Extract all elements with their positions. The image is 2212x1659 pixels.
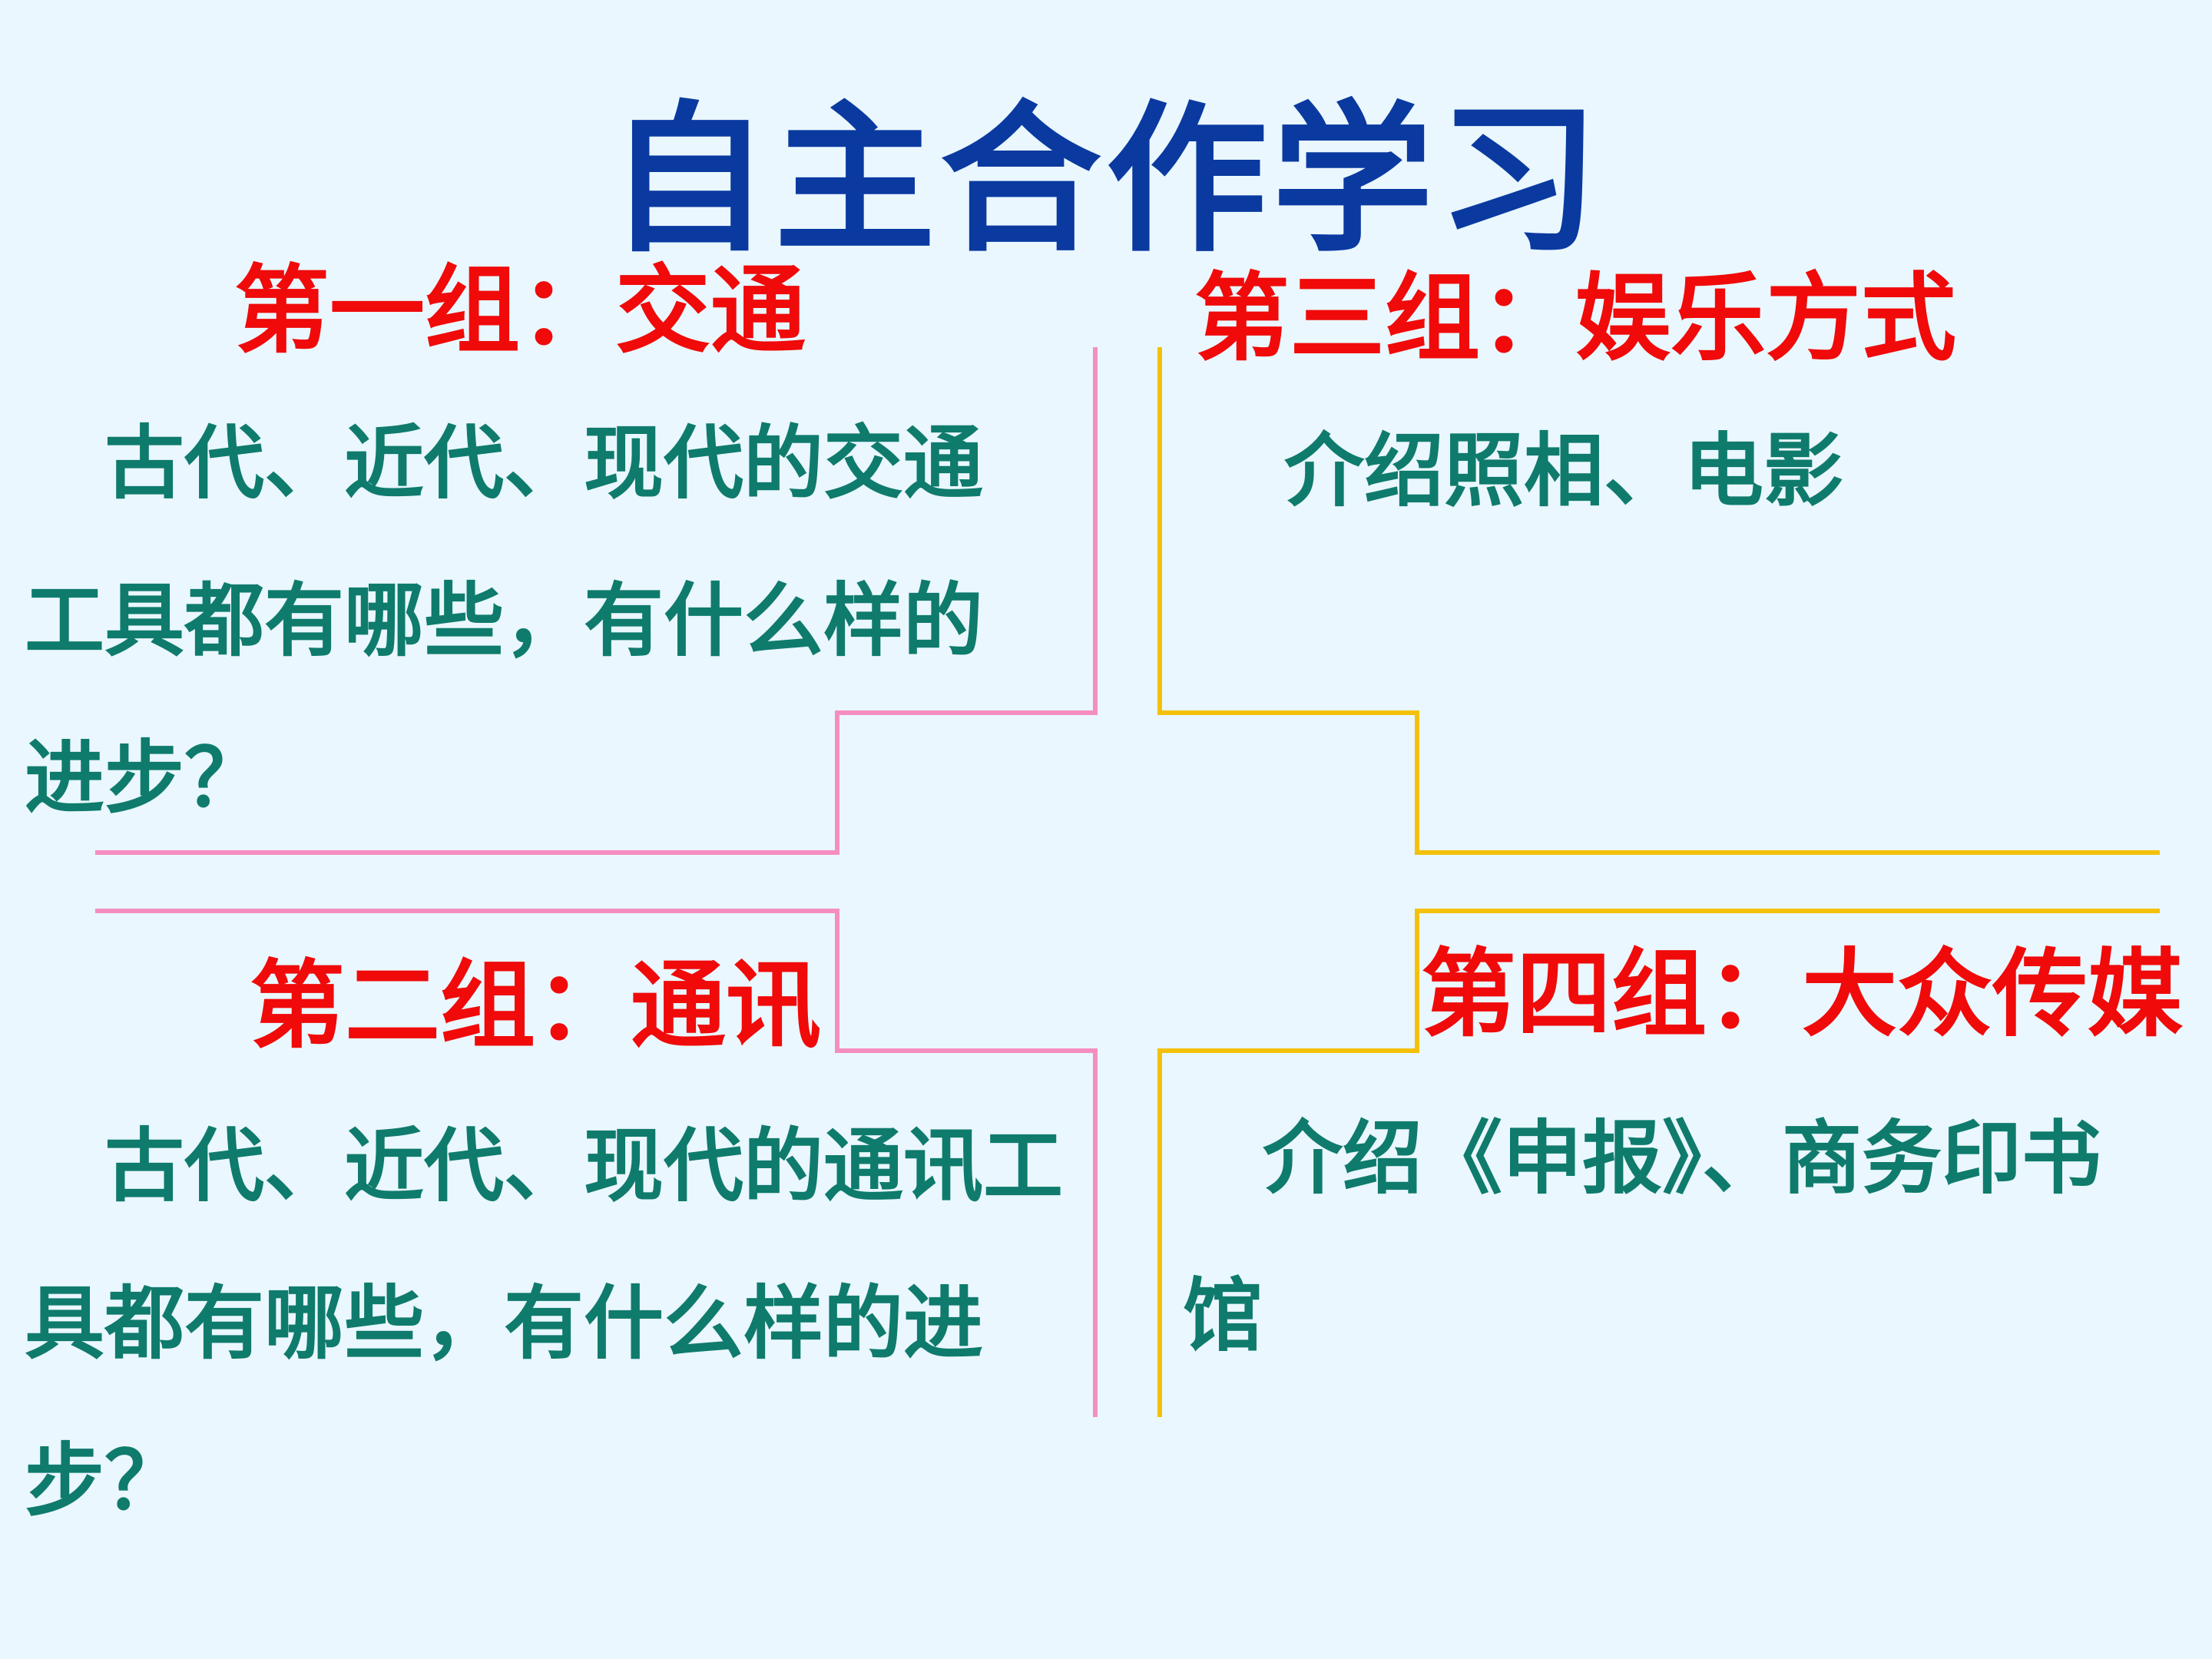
group-2-heading: 第二组：通讯: [250, 950, 822, 1061]
group-3-text: 介绍照相、电影: [1204, 423, 1844, 518]
group-1-heading: 第一组：交通: [234, 255, 806, 366]
page-title: 自主合作学习: [608, 86, 1604, 274]
yellow-divider-bottom: [1157, 909, 2160, 1417]
group-4-heading: 第四组：大众传媒: [1421, 939, 2184, 1050]
group-2-text: 古代、近代、现代的通讯工具都有哪些，有什么样的进步？: [25, 1118, 1064, 1528]
pink-divider-top: [95, 347, 1098, 855]
pink-divider-bottom: [95, 909, 1098, 1417]
group-1-text: 古代、近代、现代的交通工具都有哪些，有什么样的进步？: [25, 416, 984, 825]
group-4-text: 介绍《申报》、商务印书馆: [1183, 1111, 2102, 1363]
yellow-divider-top: [1157, 347, 2160, 855]
group-3-heading: 第三组：娱乐方式: [1194, 263, 1957, 374]
